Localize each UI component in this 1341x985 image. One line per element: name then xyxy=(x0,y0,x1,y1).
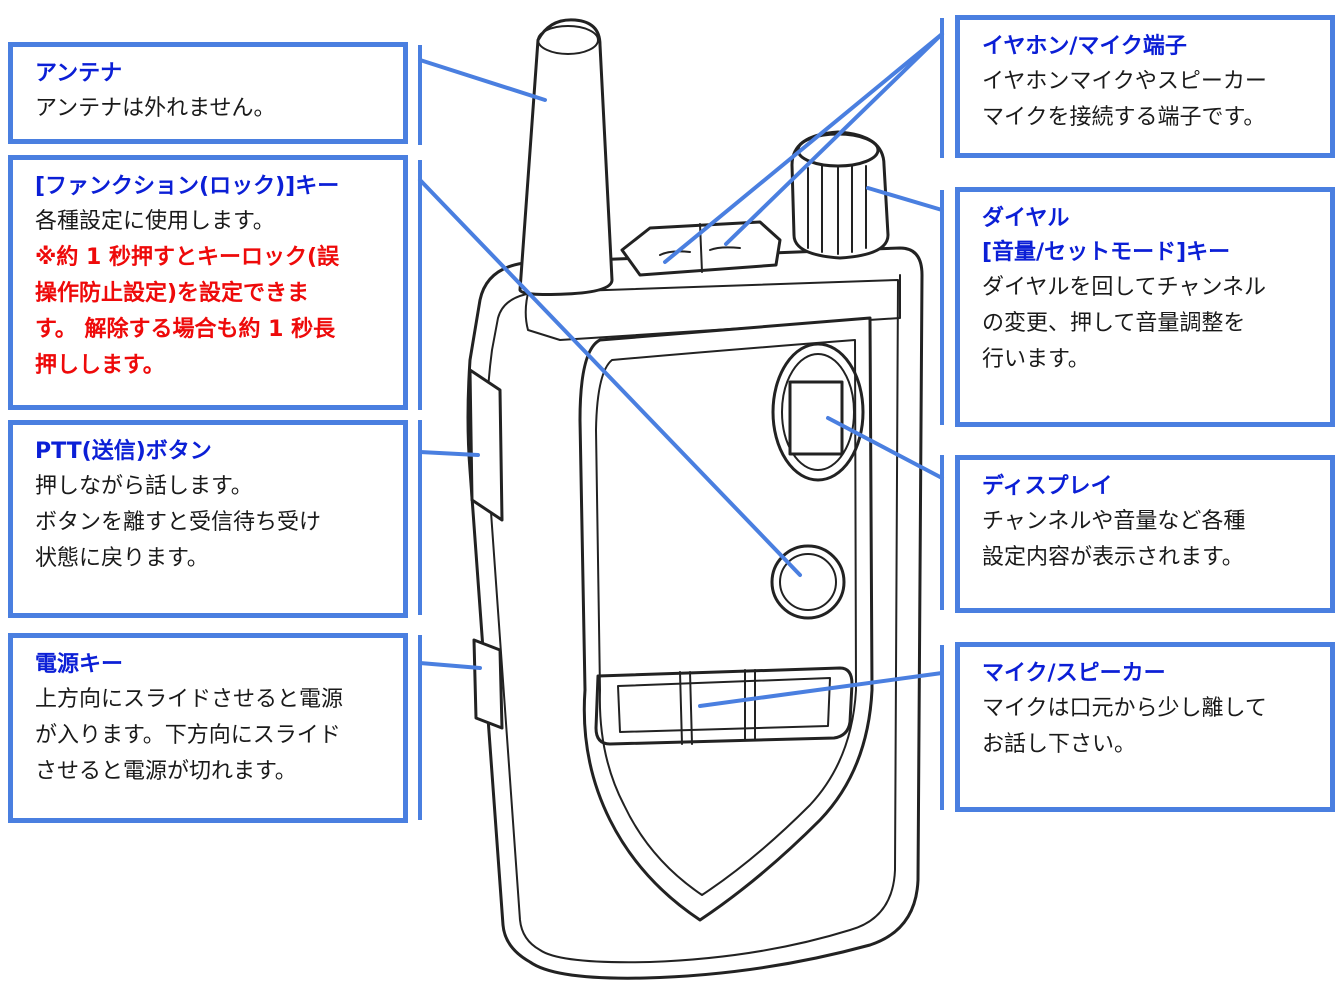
callout-title-secondary: [音量/セットモード]キー xyxy=(982,240,1231,265)
leader-display xyxy=(826,416,944,480)
leader-mic xyxy=(698,671,944,708)
callout-text: 上方向にスライドさせると電源 が入ります。下方向にスライド させると電源が切れま… xyxy=(35,687,344,784)
leader-antenna xyxy=(418,58,547,102)
callout-text: マイクは口元から少し離して お話し下さい。 xyxy=(982,696,1267,757)
callout-title: [ファンクション(ロック)]キー xyxy=(35,174,340,199)
power-slide-switch xyxy=(472,638,504,730)
callout-warning: ※約 1 秒押すとキーロック(誤 操作防止設定)を設定できま す。 解除する場合… xyxy=(35,245,340,378)
callout-function-key: [ファンクション(ロック)]キー 各種設定に使用します。 ※約 1 秒押すとキー… xyxy=(8,155,408,410)
callout-title: マイク/スピーカー xyxy=(982,661,1166,686)
callout-power-key: 電源キー 上方向にスライドさせると電源 が入ります。下方向にスライド させると電… xyxy=(8,633,408,823)
function-button xyxy=(770,544,846,620)
earphone-jack-cover xyxy=(620,220,782,277)
leader-earphone-a xyxy=(663,32,944,264)
leader-earphone-b xyxy=(724,32,944,246)
callout-display: ディスプレイ チャンネルや音量など各種 設定内容が表示されます。 xyxy=(955,455,1335,613)
callout-title: PTT(送信)ボタン xyxy=(35,439,212,464)
leader-function-key xyxy=(418,178,802,577)
front-panel xyxy=(578,316,874,922)
speaker-slot xyxy=(594,666,854,746)
callout-text: チャンネルや音量など各種 設定内容が表示されます。 xyxy=(982,509,1246,570)
leader-ptt xyxy=(418,450,480,457)
callout-text: 各種設定に使用します。 xyxy=(35,209,275,234)
callout-antenna: アンテナ アンテナは外れません。 xyxy=(8,42,408,144)
callout-title: イヤホン/マイク端子 xyxy=(982,34,1187,59)
display-window xyxy=(771,342,865,482)
callout-title: ダイヤル xyxy=(982,206,1070,231)
leader-dial xyxy=(866,186,944,212)
callout-title: アンテナ xyxy=(35,61,123,86)
callout-earphone-jack: イヤホン/マイク端子 イヤホンマイクやスピーカー マイクを接続する端子です。 xyxy=(955,15,1335,158)
callout-mic-speaker: マイク/スピーカー マイクは口元から少し離して お話し下さい。 xyxy=(955,642,1335,812)
callout-title: ディスプレイ xyxy=(982,474,1113,499)
callout-ptt-button: PTT(送信)ボタン 押しながら話します。 ボタンを離すと受信待ち受け 状態に戻… xyxy=(8,420,408,618)
leader-power xyxy=(418,661,482,670)
callout-text: アンテナは外れません。 xyxy=(35,96,276,121)
callout-dial: ダイヤル [音量/セットモード]キー ダイヤルを回してチャンネル の変更、押して… xyxy=(955,187,1335,427)
ptt-side-button xyxy=(468,368,504,522)
callout-text: ダイヤルを回してチャンネル の変更、押して音量調整を 行います。 xyxy=(982,275,1267,372)
callout-text: 押しながら話します。 ボタンを離すと受信待ち受け 状態に戻ります。 xyxy=(35,474,322,571)
callout-text: イヤホンマイクやスピーカー マイクを接続する端子です。 xyxy=(982,69,1267,130)
callout-title: 電源キー xyxy=(35,652,124,677)
antenna xyxy=(518,18,614,296)
